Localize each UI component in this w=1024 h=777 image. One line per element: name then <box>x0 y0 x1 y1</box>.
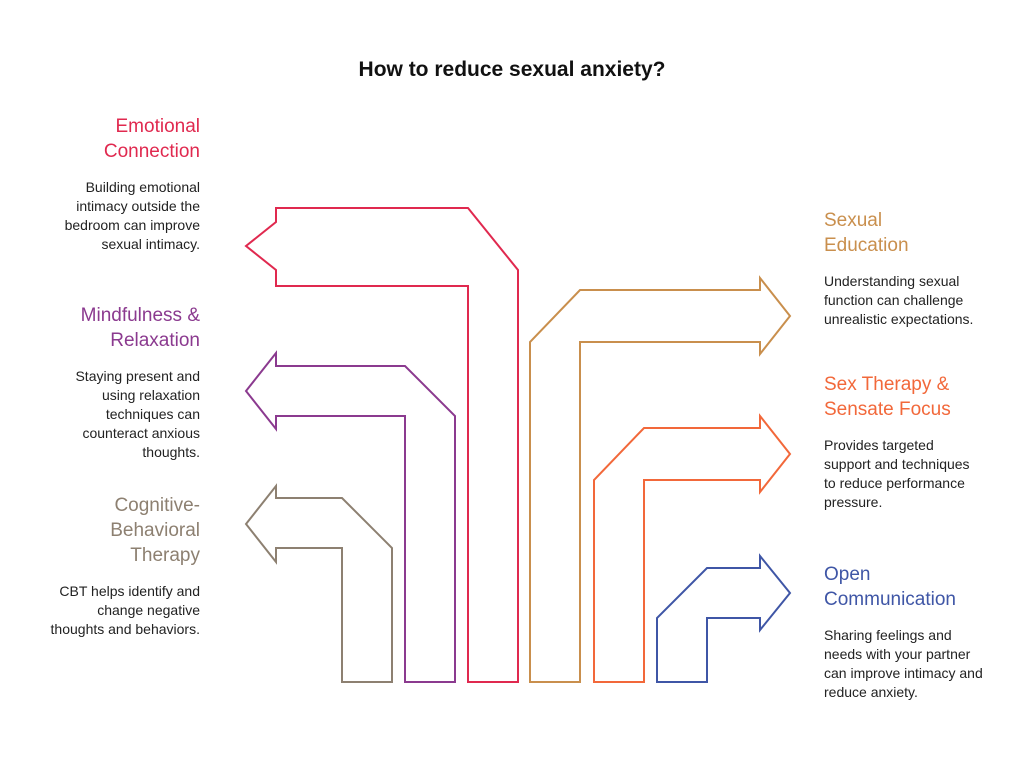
arrow-open-communication <box>656 553 792 683</box>
arrow-cognitive-behavioral-therapy <box>244 483 393 683</box>
arrow-sex-therapy-sensate-focus <box>593 413 792 683</box>
item-description: Building emotional intimacy outside the … <box>64 179 200 252</box>
item-description: Provides targeted support and techniques… <box>824 437 970 510</box>
arrow-sexual-education <box>529 275 792 683</box>
item-mindfulness-relaxation: Mindfulness & Relaxation Staying present… <box>0 303 200 462</box>
item-description: Sharing feelings and needs with your par… <box>824 627 983 700</box>
arrow-emotional-connection <box>244 207 519 683</box>
item-heading: Sexual Education <box>824 210 909 256</box>
arrow-mindfulness-relaxation <box>244 350 456 683</box>
item-heading: Sex Therapy & Sensate Focus <box>824 374 951 420</box>
item-cognitive-behavioral-therapy: Cognitive- Behavioral Therapy CBT helps … <box>0 493 200 639</box>
page-title: How to reduce sexual anxiety? <box>358 58 666 81</box>
item-open-communication: Open Communication Sharing feelings and … <box>824 562 1024 702</box>
item-description: CBT helps identify and change negative t… <box>50 583 200 637</box>
item-heading: Emotional Connection <box>103 116 200 162</box>
item-heading: Mindfulness & Relaxation <box>80 305 200 351</box>
item-description: Understanding sexual function can challe… <box>824 273 974 327</box>
item-description: Staying present and using relaxation tec… <box>75 368 200 460</box>
item-emotional-connection: Emotional Connection Building emotional … <box>0 114 200 254</box>
item-sex-therapy-sensate-focus: Sex Therapy & Sensate Focus Provides tar… <box>824 372 1024 512</box>
item-heading: Open Communication <box>824 564 956 610</box>
item-sexual-education: Sexual Education Understanding sexual fu… <box>824 208 1024 329</box>
item-heading: Cognitive- Behavioral Therapy <box>110 495 200 566</box>
